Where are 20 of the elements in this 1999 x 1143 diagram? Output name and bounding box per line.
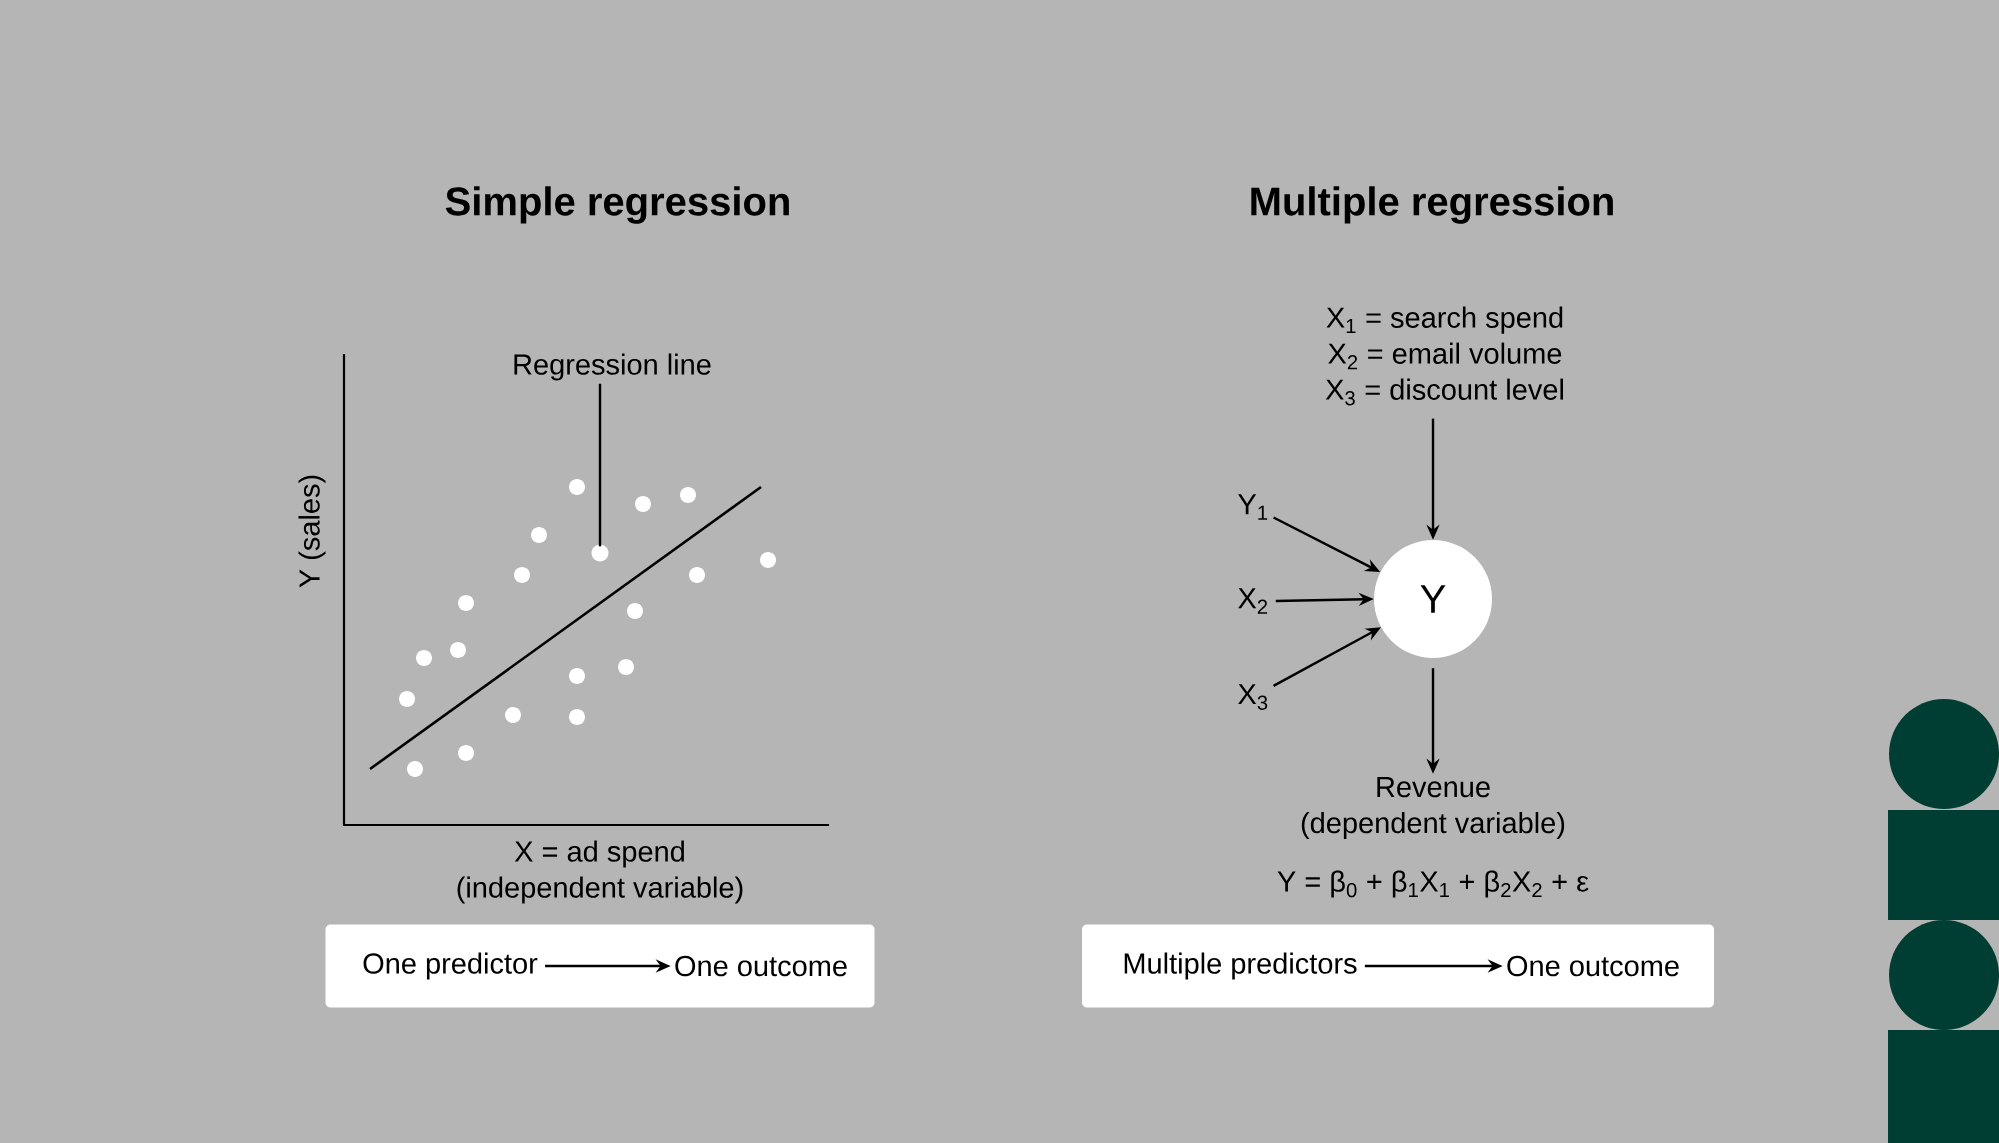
axis-title: X = ad spend bbox=[514, 840, 684, 868]
summary-box bbox=[1082, 924, 1714, 1008]
variable-label: Y$_{1}$ bbox=[1238, 494, 1268, 520]
outcome-label: One outcome bbox=[675, 955, 847, 977]
outcome-label: One outcome bbox=[1507, 955, 1679, 977]
data-point bbox=[591, 544, 609, 562]
axis-title: (independent variable) bbox=[457, 876, 743, 904]
panel-title: Multiple regression bbox=[1251, 186, 1613, 224]
variable-label: X$_{2}$ bbox=[1238, 588, 1268, 614]
axis-title: Y (sales) bbox=[298, 475, 326, 588]
leader-line bbox=[598, 383, 602, 547]
predictor-label: Multiple predictors bbox=[1124, 952, 1357, 980]
variable-label: X$_{3}$ bbox=[1238, 684, 1268, 710]
outcome-label: Revenue (dependent variable) bbox=[1301, 777, 1565, 839]
regression-equation: Y = β$_{0}$ + β$_{1}$X$_{1}$ + β$_{2}$X$_{2}$ + ε bbox=[1277, 870, 1589, 898]
callout-label: Regression line bbox=[514, 353, 711, 381]
predictor-label: One predictor bbox=[363, 952, 538, 980]
panel-title: Simple regression bbox=[445, 186, 789, 224]
variable-definitions: X$_{1}$ = search spend X$_{2}$ = email volume X$_{3}$ = discount level bbox=[1325, 306, 1563, 406]
summary-box bbox=[325, 924, 875, 1008]
